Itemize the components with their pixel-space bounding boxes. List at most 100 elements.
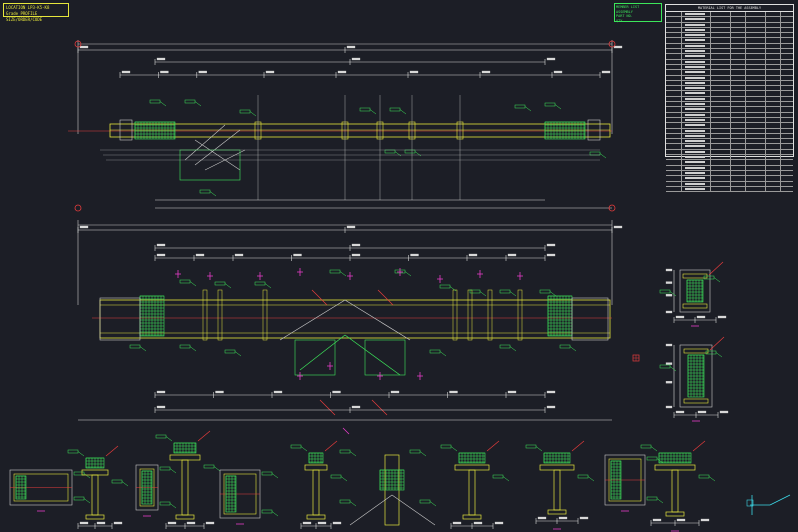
callout-tag-box (111, 479, 123, 484)
gusset-plate (364, 339, 406, 376)
callout-leader (439, 351, 447, 357)
bom-cell-divider (765, 22, 767, 27)
bom-cell-divider (780, 155, 782, 160)
bom-row (666, 12, 793, 18)
callout-leader (209, 191, 217, 197)
bom-cell-divider (744, 102, 746, 107)
callout-tag-box (659, 364, 671, 369)
callout-tag (73, 471, 91, 479)
section-outline (679, 344, 713, 408)
bom-row (666, 181, 793, 187)
flange-plate (454, 464, 490, 471)
bom-cell-divider (681, 139, 683, 144)
callout-leader (349, 451, 357, 457)
dimension-text (665, 381, 673, 384)
callout-tag-box (698, 474, 710, 479)
dimension-text (167, 521, 177, 525)
callout-tag (339, 449, 357, 457)
weld-hatch-frame (686, 279, 704, 303)
callout-tag (149, 99, 167, 107)
dimension-chain (154, 243, 556, 251)
side-section-drawings (632, 261, 729, 422)
dimension-text (96, 521, 106, 525)
weld-hatch (543, 452, 571, 464)
bom-cell-divider (710, 102, 712, 107)
dimension-text (546, 405, 556, 409)
weld-symbol-leader (311, 289, 328, 306)
bom-cell-divider (765, 70, 767, 75)
dimension-text (697, 410, 707, 414)
bom-cell-divider (681, 128, 683, 133)
bom-row (666, 149, 793, 156)
callout-leader (340, 476, 348, 482)
dimension-text (507, 390, 517, 394)
dimension-text (79, 45, 89, 49)
bom-cell-text (685, 87, 706, 90)
callout-leader (83, 473, 91, 479)
bom-cell-divider (681, 181, 683, 186)
flange-plate (169, 454, 201, 461)
bom-cell-divider (744, 22, 746, 27)
dimension-text (390, 390, 400, 394)
bom-cell-text (685, 50, 706, 53)
bom-cell-divider (780, 186, 782, 192)
bom-cell-divider (744, 170, 746, 176)
weld-hatch (544, 121, 586, 140)
bom-cell-divider (729, 43, 731, 49)
main-girder-member (99, 299, 611, 339)
bom-cell-divider (681, 176, 683, 181)
weld-leader (709, 336, 725, 351)
bom-cell-divider (710, 133, 712, 139)
callout-leader (449, 286, 457, 292)
callout-tag (67, 449, 85, 457)
base-plate (665, 511, 685, 517)
bom-cell-text (685, 55, 706, 58)
bom-cell-text (685, 140, 706, 143)
bom-cell-divider (710, 165, 712, 170)
bom-cell-divider (780, 176, 782, 181)
dimension-text (546, 390, 556, 394)
bom-cell-divider (710, 181, 712, 186)
bom-cell-divider (729, 123, 731, 128)
bom-cell-divider (681, 49, 683, 54)
bom-cell-divider (681, 75, 683, 80)
bom-cell-divider (744, 128, 746, 133)
bom-cell-divider (744, 160, 746, 165)
callout-tag (659, 289, 677, 297)
callout-tag-box (439, 284, 451, 289)
bom-cell-divider (780, 38, 782, 43)
bom-cell-divider (681, 133, 683, 139)
callout-tag-box (539, 289, 551, 294)
callout-tag-box (646, 456, 658, 461)
brace-line (344, 334, 401, 376)
legend-block: MEMBER LIST ASSEMBLY PART NO. QTY (614, 3, 662, 23)
dimension-text (205, 521, 215, 525)
bom-cell-divider (744, 165, 746, 170)
callout-tag-box (67, 449, 79, 454)
bom-cell-divider (744, 75, 746, 80)
callout-tag (499, 289, 517, 297)
dimension-text (79, 225, 89, 229)
dimension-chain (119, 70, 611, 78)
bom-cell-divider (710, 59, 712, 64)
callout-leader (139, 346, 147, 352)
bom-cell-divider (765, 170, 767, 176)
bracing-detail (179, 124, 246, 181)
callout-leader (509, 346, 517, 352)
callout-tag (440, 444, 458, 452)
weld-hatch (141, 470, 153, 505)
callout-tag-box (159, 466, 171, 471)
bom-row (666, 165, 793, 171)
callout-tag (429, 349, 447, 357)
bom-cell-divider (765, 186, 767, 192)
callout-tag-box (589, 151, 601, 156)
bom-cell-divider (710, 64, 712, 70)
bom-cell-text (685, 18, 706, 21)
bom-cell-divider (729, 107, 731, 112)
callout-leader (169, 503, 177, 509)
end-plate (571, 297, 609, 341)
bom-row (666, 186, 793, 193)
bom-cell-text (685, 23, 706, 26)
bom-cell-divider (681, 80, 683, 86)
weld-symbol-leader (377, 289, 394, 306)
